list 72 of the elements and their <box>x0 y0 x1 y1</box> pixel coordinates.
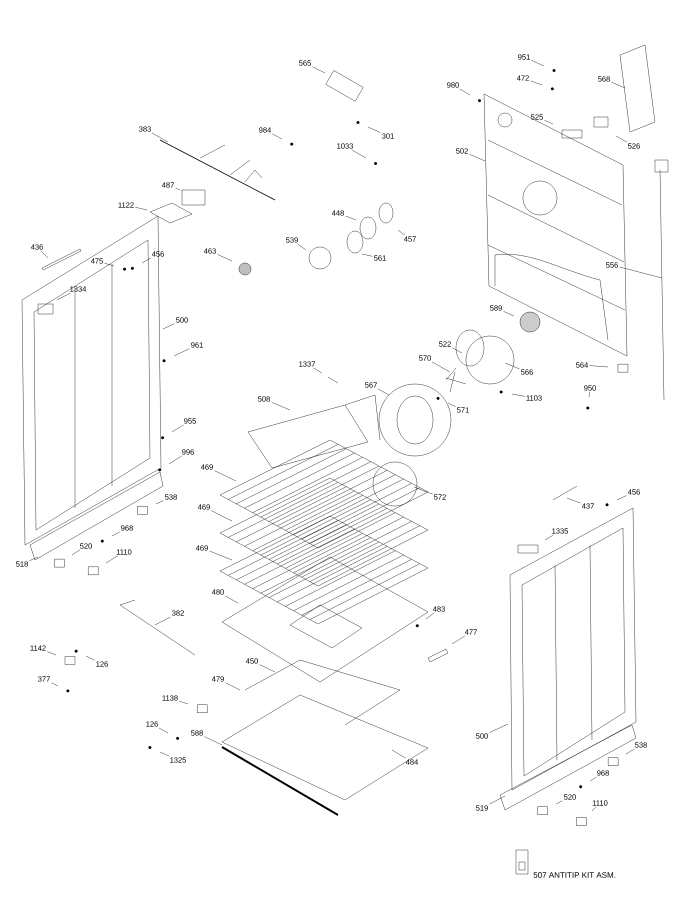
leader-line <box>588 392 590 398</box>
leader-line <box>214 470 236 482</box>
leader-line <box>616 495 627 500</box>
leader-line <box>104 263 114 266</box>
leader-line <box>56 292 71 300</box>
leader-line <box>47 651 56 656</box>
leader-line <box>626 748 635 754</box>
leader-line <box>72 550 80 556</box>
leader-line <box>313 368 322 374</box>
leader-line <box>566 498 581 504</box>
leader-line <box>158 728 168 734</box>
leader-line <box>168 456 182 464</box>
leader-line <box>530 80 542 86</box>
leader-line <box>174 348 190 356</box>
leader-line <box>162 323 175 330</box>
leader-line <box>345 216 356 220</box>
leader-line <box>503 311 514 316</box>
leader-line <box>272 134 282 140</box>
leader-line <box>154 616 171 626</box>
leader-line <box>224 596 238 604</box>
leader-line <box>204 736 222 746</box>
leader-line <box>590 776 597 782</box>
leader-line <box>452 636 466 644</box>
leader-line <box>459 88 470 96</box>
leader-line <box>217 254 232 262</box>
leader-line <box>504 362 520 370</box>
leader-line <box>142 258 152 264</box>
leader-line <box>619 266 662 278</box>
leader-line <box>106 556 118 564</box>
leader-line <box>544 120 554 124</box>
leader-line <box>531 60 544 66</box>
leader-line <box>378 388 390 396</box>
leader-line <box>211 510 232 522</box>
leader-line <box>512 394 525 397</box>
leader-line <box>86 656 95 660</box>
leader-line <box>489 724 508 733</box>
leader-line <box>225 682 240 690</box>
leader-line <box>312 66 326 74</box>
leader-line <box>51 682 58 686</box>
leader-line <box>616 136 628 142</box>
leader-line <box>271 402 290 410</box>
leader-line <box>352 150 366 158</box>
leader-line <box>297 244 306 250</box>
leader-line <box>209 550 232 560</box>
leader-line <box>175 188 180 190</box>
leader-line <box>452 348 462 354</box>
leader-line <box>392 750 406 758</box>
leader-line <box>259 664 276 672</box>
leader-line <box>152 132 168 142</box>
leader-line <box>156 500 164 504</box>
leader-line <box>414 486 433 494</box>
leader-line <box>611 82 626 88</box>
leader-line <box>362 254 373 257</box>
leader-line <box>489 796 506 804</box>
leader-line <box>112 532 120 536</box>
leader-line <box>426 612 434 620</box>
leader-line <box>29 556 38 561</box>
leader-line <box>179 700 188 704</box>
leader-line <box>398 230 406 236</box>
leader-line <box>556 800 563 804</box>
kit-label: 507 ANTITIP KIT ASM. <box>534 872 616 878</box>
leader-line <box>40 250 48 258</box>
leader-line <box>448 402 456 407</box>
leader-line <box>172 424 184 432</box>
leader-line <box>544 534 554 540</box>
leader-line <box>368 126 381 133</box>
leader-line <box>160 752 170 756</box>
leader-line <box>592 806 596 812</box>
leader-line <box>432 362 450 372</box>
leader-line <box>135 207 148 210</box>
leader-line <box>469 154 486 162</box>
leader-line <box>589 365 608 368</box>
